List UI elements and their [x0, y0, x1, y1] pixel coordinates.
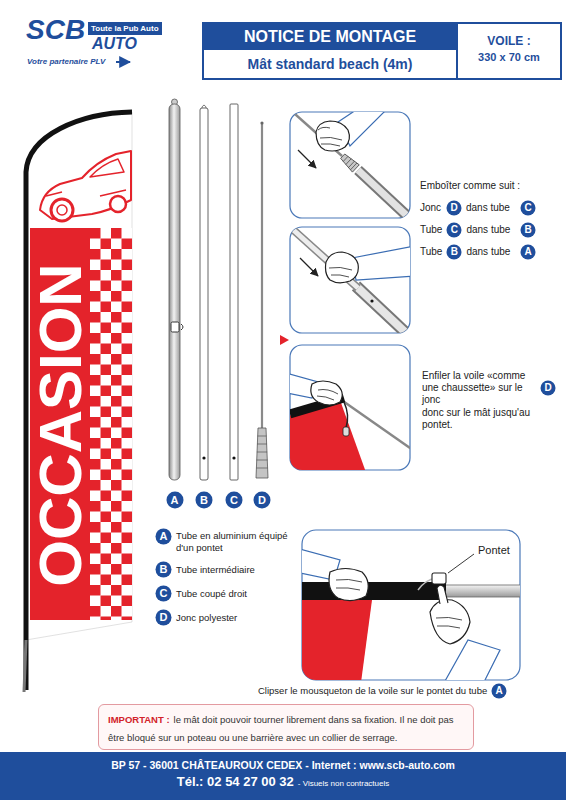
- step-panel: [280, 104, 526, 690]
- letter: B: [524, 225, 531, 235]
- title-box: NOTICE DE MONTAGEMât standard beach (4m): [202, 22, 458, 80]
- letter: A: [171, 495, 179, 506]
- letter: B: [160, 564, 168, 575]
- part-name: Tube coupé droit: [176, 588, 247, 600]
- letter: D: [258, 495, 266, 506]
- tagline: Toute la Pub Auto: [91, 22, 159, 35]
- title-text: NOTICE DE MONTAGE: [204, 24, 456, 50]
- part-name: Tube en aluminium équipé d'un pontet: [176, 530, 294, 553]
- letter: D: [544, 383, 551, 393]
- instruction-text: Tube: [420, 224, 442, 236]
- letter-badge: C: [520, 200, 536, 216]
- instruction-text: donc sur le mât jusqu'au pontet.: [422, 407, 558, 431]
- logo-text: SCB: [26, 14, 85, 46]
- sail-size: 330 x 70 cm: [458, 49, 560, 65]
- letter-badge: D: [253, 491, 271, 509]
- instruction-text: Tube: [420, 246, 442, 258]
- part-name: Tube intermédiaire: [176, 564, 255, 576]
- letter: C: [451, 225, 458, 235]
- letter: D: [160, 612, 168, 623]
- logo-arrow: [116, 62, 130, 63]
- letter-badge: C: [155, 585, 172, 602]
- letter-badge: B: [520, 222, 536, 238]
- letter-badge: D: [540, 380, 556, 396]
- flag-text: OCCASION: [35, 263, 87, 586]
- instruction-text: Enfiler la voile «comme une chaussette» …: [422, 370, 534, 406]
- footer-band: BP 57 - 36001 CHÂTEAUROUX CEDEX - Intern…: [0, 752, 566, 800]
- letter-badge: A: [491, 683, 507, 699]
- instruction-text: Jonc: [420, 202, 441, 214]
- instruction-text: Clipser le mousqueton de la voile sur le…: [258, 685, 487, 697]
- letter: B: [200, 495, 208, 506]
- letter-badge: B: [195, 491, 213, 509]
- warning-box: IMPORTANT :le mât doit pouvoir tourner l…: [98, 704, 474, 750]
- letter: C: [230, 495, 238, 506]
- tagline-box: Toute la Pub Auto: [88, 22, 162, 35]
- instruction-text: dans tube: [466, 246, 510, 258]
- instruction-text: Emboîter comme suit :: [420, 180, 520, 192]
- letter-badge: D: [155, 609, 172, 626]
- letter: A: [524, 247, 531, 257]
- sail-size: VOILE :: [458, 33, 560, 49]
- contact-text: - Visuels non contractuels: [298, 779, 389, 788]
- letter-badge: A: [166, 491, 184, 509]
- instruction-text: dans tube: [466, 224, 510, 236]
- letter-badge: C: [225, 491, 243, 509]
- contact-text: BP 57 - 36001 CHÂTEAUROUX CEDEX - Intern…: [0, 758, 566, 772]
- callout-label: Pontet: [478, 544, 510, 557]
- flag-drawing: [24, 112, 132, 692]
- footer-line: Tél.: 02 54 27 00 32 - Visuels non contra…: [0, 772, 566, 793]
- letter: A: [160, 531, 168, 542]
- letter: D: [450, 203, 457, 213]
- letter-badge: A: [155, 528, 172, 545]
- part-name: Jonc polyester: [176, 612, 237, 624]
- mast-parts: [169, 99, 289, 480]
- letter-badge: A: [520, 244, 536, 260]
- sail-size-box: VOILE :330 x 70 cm: [456, 22, 562, 80]
- letter-badge: B: [446, 244, 462, 260]
- letter-badge: D: [446, 200, 462, 216]
- logo-slogan: Votre partenaire PLV: [27, 57, 105, 67]
- letter: C: [524, 203, 531, 213]
- instruction-text: dans tube: [466, 202, 510, 214]
- logo-text: AUTO: [92, 35, 137, 53]
- contact-text: Tél.: 02 54 27 00 32: [177, 774, 294, 789]
- title-text: Mât standard beach (4m): [204, 50, 456, 78]
- letter: B: [451, 247, 458, 257]
- letter-badge: B: [155, 561, 172, 578]
- warning-text: IMPORTANT :: [108, 714, 170, 725]
- letter-badge: C: [446, 222, 462, 238]
- letter: C: [160, 588, 168, 599]
- letter: A: [496, 686, 503, 696]
